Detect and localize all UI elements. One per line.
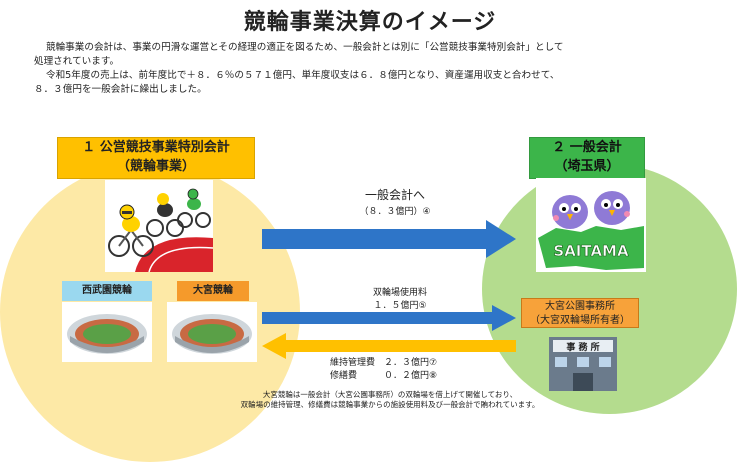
venue-label-omiya: 大宮競輪 [177,281,249,301]
mascot-right [594,191,630,225]
repair-cost: 修繕費 ０．２億円⑧ [330,371,438,381]
maintenance-return-arrow [262,333,516,359]
footer-line-2: 双輪場の維持管理、修繕費は競輪事業からの施設使用料及び一般会計で賄われています。 [240,400,540,409]
cyclists-illustration [105,180,213,272]
general-account-header: ２ 一般会計 （埼玉県） [529,137,645,179]
intro-line-3: 令和5年度の売上は、前年度比で＋８．６％の５７１億円、単年度収支は６．８億円とな… [46,70,560,81]
mascot-left [552,195,588,229]
intro-line-4: ８．３億円を一般会計に繰出しました。 [34,84,207,95]
saitama-mascot-illustration: SAITAMA [536,178,646,272]
office-owner-note: （大宮双輪場所有者） [530,315,630,326]
page-title: 競輪事業決算のイメージ [243,10,497,35]
usage-fee-text: 双輪場使用料 １．５億円⑤ [330,287,470,313]
footer-note: 大宮競輪は一般会計（大宮公園事務所）の双輪場を借上げて開催しており、 双輪場の維… [225,390,555,410]
usage-fee-amount: １．５億円⑤ [373,301,427,311]
cyclist-green [177,188,211,228]
general-account-title: ２ 一般会計 [552,140,622,155]
special-account-subtitle: （競輪事業） [116,159,195,174]
general-account-subtitle: （埼玉県） [554,159,620,174]
intro-line-2: 処理されています。 [34,56,120,67]
special-account-header: １ 公営競技事業特別会計 （競輪事業） [57,137,255,179]
usage-fee-label: 双輪場使用料 [372,288,427,298]
maintenance-costs: 維持管理費 ２．３億円⑦ 修繕費 ０．２億円⑧ [330,357,490,383]
omiya-stadium-image [167,302,257,362]
venue-label-seibuen: 西武園競輪 [62,281,152,301]
office-building-image: 事 務 所 [549,337,617,391]
intro-line-1: 競輪事業の会計は、事業の円滑な運営とその経理の適正を図るため、一般会計とは別に「… [46,42,564,53]
to-general-amount: （８．３億円）④ [359,207,431,217]
to-general-label: 一般会計へ [364,188,425,202]
cyclist-yellow [108,204,154,257]
usage-fee-arrow [262,305,516,331]
transfer-to-general-arrow [262,220,516,258]
saitama-logo-text: SAITAMA [553,242,629,260]
special-account-title: １ 公営競技事業特別会計 [82,140,230,155]
footer-line-1: 大宮競輪は一般会計（大宮公園事務所）の双輪場を借上げて開催しており、 [262,390,518,399]
office-sign-text: 事 務 所 [566,341,599,353]
maintenance-cost: 維持管理費 ２．３億円⑦ [330,358,438,368]
office-name: 大宮公園事務所 [545,301,615,312]
seibuen-stadium-image [62,302,152,362]
cyclist-black [146,193,184,237]
omiya-park-office-label: 大宮公園事務所 （大宮双輪場所有者） [521,298,639,328]
intro-text: 競輪事業の会計は、事業の円滑な運営とその経理の適正を図るため、一般会計とは別に「… [34,41,714,97]
